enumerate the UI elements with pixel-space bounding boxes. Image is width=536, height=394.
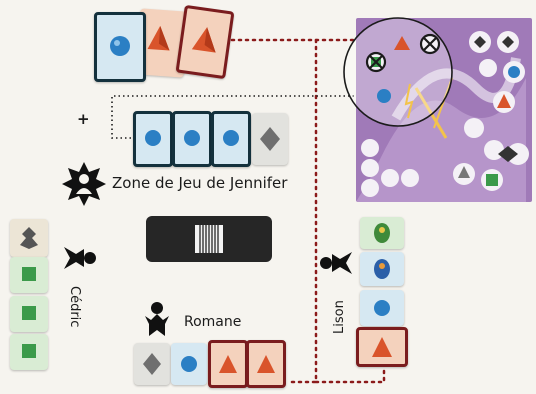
cedric-label: Cédric	[67, 286, 82, 327]
top-card-blue	[94, 12, 146, 82]
zoom-circle	[340, 10, 480, 150]
cross-mark-icon	[421, 35, 439, 53]
cedric-card-1	[10, 219, 48, 257]
lison-card-1	[360, 217, 404, 249]
jennifer-pawn-icon	[62, 162, 106, 206]
cedric-pawn-icon	[64, 245, 98, 271]
jennifer-card-1	[133, 111, 173, 167]
jennifer-card-4	[252, 113, 288, 165]
romane-card-1	[134, 343, 170, 385]
deck-icon	[146, 216, 272, 262]
romane-card-2	[171, 343, 207, 385]
cedric-card-2	[10, 257, 48, 293]
jennifer-card-3	[211, 111, 251, 167]
lison-card-4	[356, 327, 408, 367]
lison-label: Lison	[332, 300, 347, 334]
romane-card-3	[208, 340, 248, 388]
lison-card-2	[360, 252, 404, 286]
lison-pawn-icon	[318, 250, 352, 276]
romane-card-4	[246, 340, 286, 388]
lison-card-3	[360, 290, 404, 326]
romane-pawn-icon	[143, 302, 171, 336]
romane-label: Romane	[184, 314, 241, 330]
zone-label: Zone de Jeu de Jennifer	[112, 174, 287, 192]
top-card-red	[176, 5, 235, 79]
cedric-card-4	[10, 334, 48, 370]
jennifer-card-2	[172, 111, 212, 167]
plus-sign: +	[77, 110, 90, 128]
cedric-card-3	[10, 296, 48, 332]
